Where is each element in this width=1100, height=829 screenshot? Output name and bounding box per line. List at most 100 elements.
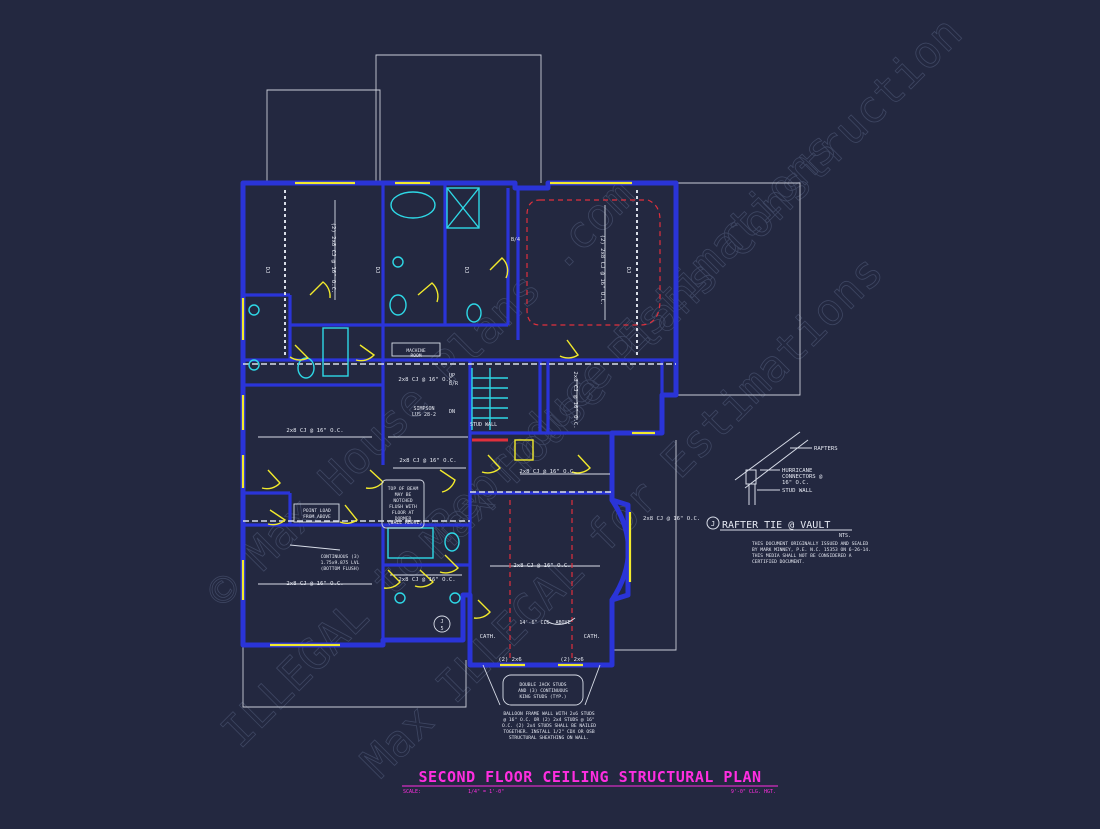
section-marker	[433, 615, 451, 633]
fixture-layer	[248, 187, 534, 604]
plan-ceiling-height: 9'-0" CLG. HGT.	[731, 789, 776, 795]
door-swing-12	[439, 554, 460, 574]
door-swing-16	[414, 569, 435, 588]
label-master-joist: (2) 2x8 CJ @ 16" O.C.	[599, 235, 605, 306]
wall-layer	[240, 180, 679, 668]
plan-scale-value: 1/4" = 1'-0"	[468, 789, 504, 795]
beam-red-layer	[472, 199, 661, 660]
label-sw-joist: 2x8 CJ @ 16" O.C.	[286, 581, 343, 587]
label-dn: DN	[449, 409, 455, 415]
leader-continuous	[289, 544, 341, 551]
label-cath-right: CATH.	[584, 634, 601, 640]
bath-tub-west	[322, 327, 349, 377]
detail-label-rafters: RAFTERS	[814, 446, 838, 452]
bay-window-wall	[609, 498, 631, 602]
label-bed-nw-joist: (2) 2x8 CJ @ 16" O.C.	[330, 223, 336, 294]
annotation-layer	[289, 342, 601, 706]
door-swing-10	[439, 469, 456, 493]
clg-leader	[544, 617, 576, 625]
label-br: B/R	[449, 381, 459, 387]
detail-label-stud-wall: STUD WALL	[782, 488, 813, 494]
label-wall-above: (WALL ABOVE)	[388, 520, 423, 526]
label-bay-joist: 2x8 CJ @ 16" O.C.	[643, 516, 700, 522]
outline-layer	[242, 54, 801, 708]
detail-marker-letter: J	[711, 520, 715, 528]
label-stud-wall: STUD WALL	[470, 422, 497, 428]
leader-balloon-2	[584, 664, 601, 706]
label-hall-joist: 2x8 CJ @ 16" O.C.	[398, 377, 455, 383]
vault-outline-master	[526, 199, 661, 326]
label-section-mark: J	[440, 619, 443, 625]
door-swing-4	[559, 339, 580, 359]
door-swing-13	[473, 599, 491, 619]
sink-4	[449, 592, 461, 604]
double-jack-box	[502, 674, 584, 706]
title-block: SECOND FLOOR CEILING STRUCTURAL PLAN SCA…	[402, 768, 778, 795]
label-closet-joist: 2x8 CJ @ 16" O.C.	[572, 371, 578, 428]
upper-left-outline	[266, 89, 381, 183]
top-of-beam-box	[381, 479, 425, 529]
label-post-left: (2) 2x6	[498, 657, 522, 663]
sink-2	[248, 359, 260, 371]
label-bonus-joist: 2x8 CJ @ 16" O.C.	[513, 563, 570, 569]
label-up: UP	[449, 373, 455, 379]
right-roof-outline	[676, 182, 801, 396]
door-swing-8	[267, 509, 287, 526]
bathtub-oval	[390, 191, 436, 219]
sink-1	[248, 304, 260, 316]
window-layer	[241, 181, 655, 667]
door-swing-14	[571, 454, 591, 474]
sink-5	[392, 256, 404, 268]
shower-box	[446, 187, 480, 229]
vanity-yellow	[514, 439, 534, 461]
upper-mid-outline	[375, 54, 542, 183]
plan-title: SECOND FLOOR CEILING STRUCTURAL PLAN	[418, 768, 761, 786]
door-swing-6	[289, 344, 310, 361]
exterior-wall	[240, 180, 679, 668]
label-landing-joist: 2x8 CJ @ 16" O.C.	[399, 458, 456, 464]
label-bed-nw-dj: DJ	[264, 267, 270, 274]
detail-certification: THIS DOCUMENT ORIGINALLY ISSUED AND SEAL…	[752, 541, 871, 565]
toilet-west	[297, 357, 315, 379]
door-swing-1	[309, 281, 331, 299]
label-bed-nw-dj-2: DJ	[374, 267, 380, 274]
door-swing-17	[383, 569, 401, 589]
door-swing-3	[489, 257, 509, 279]
toilet-nw	[389, 294, 407, 316]
stair-treads	[472, 377, 508, 419]
label-post-right: (2) 2x6	[560, 657, 584, 663]
detail-marker-circle	[706, 516, 720, 530]
door-swing-2	[417, 282, 439, 303]
label-b4: B/4	[511, 237, 520, 243]
door-swing-5	[355, 344, 376, 362]
detail-nts: NTS.	[839, 533, 851, 539]
shower-x-2	[446, 187, 480, 229]
label-balloon-frame: BALLOON FRAME WALL WITH 2x6 STUDS@ 16" O…	[502, 711, 596, 741]
plate-block	[745, 469, 757, 485]
point-load-box	[293, 503, 340, 523]
leader-balloon	[482, 664, 501, 706]
door-layer	[261, 257, 591, 619]
detail-title: RAFTER TIE @ VAULT	[722, 520, 830, 531]
sink-3	[394, 592, 406, 604]
door-swing-7	[261, 469, 281, 490]
door-swing-15	[481, 454, 501, 474]
label-master-dj: DJ	[625, 267, 631, 274]
left-lower-outline	[242, 645, 467, 708]
door-swing-11	[339, 504, 359, 524]
machine-room-box	[391, 342, 441, 357]
label-section-sub: 5	[440, 626, 443, 632]
label-laundry-joist: 2x8 CJ @ 16" O.C.	[519, 469, 576, 475]
plan-text-layer: (2) 2x8 CJ @ 16" O.C. DJ DJ DJ (2) 2x8 C…	[264, 223, 700, 741]
label-clg-above: 14'-6" CLG. ABOVE	[519, 620, 570, 626]
label-continuous: CONTINUOUS (3)1.75x9.875 LVL(BOTTOM FLUS…	[321, 554, 360, 572]
plan-scale-label: SCALE:	[403, 789, 421, 795]
label-west-joist: 2x8 CJ @ 16" O.C.	[286, 428, 343, 434]
